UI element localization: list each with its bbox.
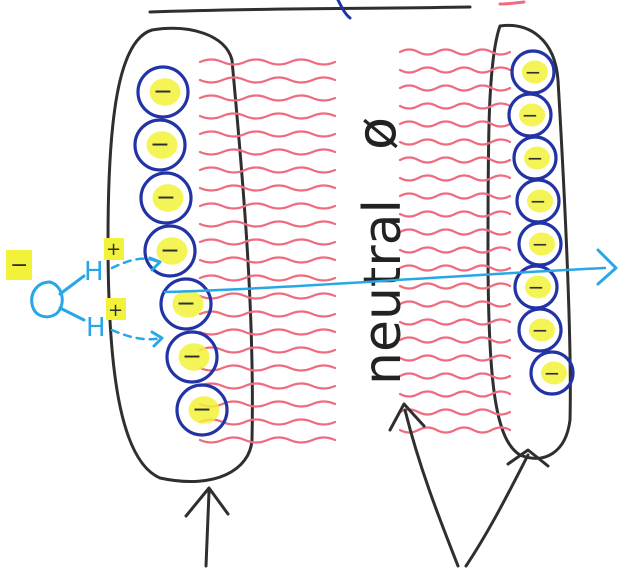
head-charge: −	[153, 77, 173, 105]
hydrogen-lower: H	[86, 313, 106, 343]
oxygen-atom	[32, 282, 63, 317]
tail-line	[200, 78, 335, 83]
tail-line	[200, 276, 335, 281]
head-charge: −	[532, 232, 549, 256]
lipid-head: −	[512, 51, 554, 93]
lipid-head: −	[509, 94, 551, 136]
tail-line	[200, 222, 335, 227]
lipid-head: −	[519, 223, 561, 265]
tail-line	[400, 158, 510, 163]
tail-line	[200, 330, 335, 335]
tail-line	[400, 230, 510, 235]
tail-line	[400, 176, 510, 181]
hydrogen-lower-partial-charge: +	[108, 300, 123, 321]
lipid-head: −	[138, 67, 188, 117]
oh-bond-lower	[60, 308, 84, 320]
tail-line	[200, 60, 335, 65]
water-molecule: H H − + +	[6, 238, 162, 346]
lipid-head: −	[517, 180, 559, 222]
oxygen-partial-charge: −	[10, 253, 28, 278]
tail-line	[400, 104, 510, 109]
lipid-head: −	[531, 352, 573, 394]
tail-line	[200, 186, 335, 191]
tail-line	[200, 402, 335, 407]
arrow-up-icon	[206, 492, 209, 566]
lipid-head: −	[161, 279, 211, 329]
head-charge: −	[528, 275, 545, 299]
tail-line	[200, 366, 335, 371]
head-charge: −	[160, 236, 180, 264]
top-pink-mark	[500, 2, 524, 4]
lipid-head: −	[135, 120, 185, 170]
neutral-label: neutral	[353, 199, 413, 385]
tail-line	[200, 132, 335, 137]
head-charge: −	[156, 183, 176, 211]
lipid-head: −	[177, 385, 227, 435]
head-charge: −	[522, 103, 539, 127]
lipid-head: −	[514, 137, 556, 179]
tail-line	[400, 410, 510, 415]
head-charge: −	[532, 318, 549, 342]
neutral-symbol: ø	[345, 117, 408, 150]
tail-line	[400, 194, 510, 199]
right-head-groups: − − − − − − − −	[509, 51, 573, 394]
tail-line	[400, 320, 510, 325]
lipid-head: −	[519, 309, 561, 351]
tail-line	[400, 356, 510, 361]
head-charge: −	[544, 361, 561, 385]
tail-line	[200, 114, 335, 119]
tail-line	[200, 240, 335, 245]
tail-line	[400, 338, 510, 343]
tail-line	[200, 438, 335, 443]
hydrogen-upper: H	[84, 257, 104, 287]
tail-line	[200, 204, 335, 209]
tail-line	[200, 348, 335, 353]
left-head-groups: − − − − − − −	[135, 67, 227, 435]
tail-line	[200, 258, 335, 263]
arrow-up-icon	[466, 455, 528, 566]
lipid-head: −	[141, 173, 191, 223]
tail-line	[200, 384, 335, 389]
hydrogen-upper-partial-charge: +	[106, 239, 121, 260]
head-charge: −	[150, 130, 170, 158]
tail-line	[400, 212, 510, 217]
head-charge: −	[527, 146, 544, 170]
tail-line	[400, 68, 510, 73]
head-charge: −	[176, 289, 196, 317]
tail-line	[400, 140, 510, 145]
head-charge: −	[530, 189, 547, 213]
tail-line	[200, 96, 335, 101]
tail-line	[400, 428, 510, 433]
tail-line	[200, 294, 335, 299]
tail-line	[200, 168, 335, 173]
head-charge: −	[525, 60, 542, 84]
tail-line	[400, 266, 510, 271]
tail-line	[400, 284, 510, 289]
tail-line	[200, 420, 335, 425]
tail-line	[400, 86, 510, 91]
head-charge: −	[192, 395, 212, 423]
oh-bond-upper	[60, 276, 84, 294]
tail-line	[200, 312, 335, 317]
tail-line	[200, 150, 335, 155]
lipid-head: −	[167, 332, 217, 382]
arrow-up-icon	[405, 410, 458, 566]
head-charge: −	[182, 342, 202, 370]
tail-line	[400, 248, 510, 253]
top-connector-line	[150, 7, 470, 12]
tail-line	[400, 302, 510, 307]
tail-line	[400, 122, 510, 127]
